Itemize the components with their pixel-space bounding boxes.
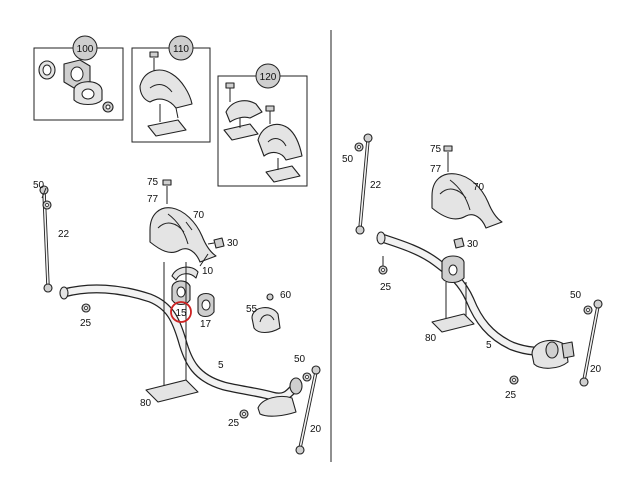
right-label-70: 70 bbox=[473, 182, 485, 193]
left-label-75: 75 bbox=[147, 177, 159, 188]
right-label-80: 80 bbox=[425, 333, 437, 344]
callout-110: 110 bbox=[168, 35, 194, 61]
left-label-15: 15 bbox=[175, 308, 187, 319]
left-label-25a: 25 bbox=[80, 318, 92, 329]
left-label-25b: 25 bbox=[228, 418, 240, 429]
left-label-55: 55 bbox=[246, 304, 258, 315]
left-label-80: 80 bbox=[140, 398, 152, 409]
callout-100: 100 bbox=[72, 35, 98, 61]
right-label-25a: 25 bbox=[380, 282, 392, 293]
right-label-22: 22 bbox=[370, 180, 382, 191]
left-label-5: 5 bbox=[218, 360, 224, 371]
right-label-5: 5 bbox=[486, 340, 492, 351]
right-label-30: 30 bbox=[467, 239, 479, 250]
right-assembly bbox=[354, 133, 603, 387]
highlight-15: 15 bbox=[170, 301, 192, 323]
left-label-50: 50 bbox=[33, 180, 45, 191]
left-label-20: 20 bbox=[310, 424, 322, 435]
left-label-10: 10 bbox=[202, 266, 214, 277]
left-label-77: 77 bbox=[147, 194, 159, 205]
callout-120: 120 bbox=[255, 63, 281, 89]
left-label-50b: 50 bbox=[294, 354, 306, 365]
callout-100-label: 100 bbox=[77, 44, 94, 55]
right-label-77: 77 bbox=[430, 164, 442, 175]
inset-110 bbox=[131, 47, 211, 143]
inset-100 bbox=[33, 47, 124, 121]
left-label-17: 17 bbox=[200, 319, 212, 330]
right-label-50: 50 bbox=[342, 154, 354, 165]
right-label-25b: 25 bbox=[505, 390, 517, 401]
left-assembly bbox=[39, 179, 321, 455]
left-label-30: 30 bbox=[227, 238, 239, 249]
callout-110-label: 110 bbox=[173, 44, 189, 55]
inset-120 bbox=[217, 75, 308, 187]
left-label-70: 70 bbox=[193, 210, 205, 221]
right-label-50b: 50 bbox=[570, 290, 582, 301]
right-label-20: 20 bbox=[590, 364, 602, 375]
callout-120-label: 120 bbox=[260, 72, 277, 83]
left-label-22: 22 bbox=[58, 229, 70, 240]
left-label-60: 60 bbox=[280, 290, 292, 301]
right-label-75: 75 bbox=[430, 144, 442, 155]
